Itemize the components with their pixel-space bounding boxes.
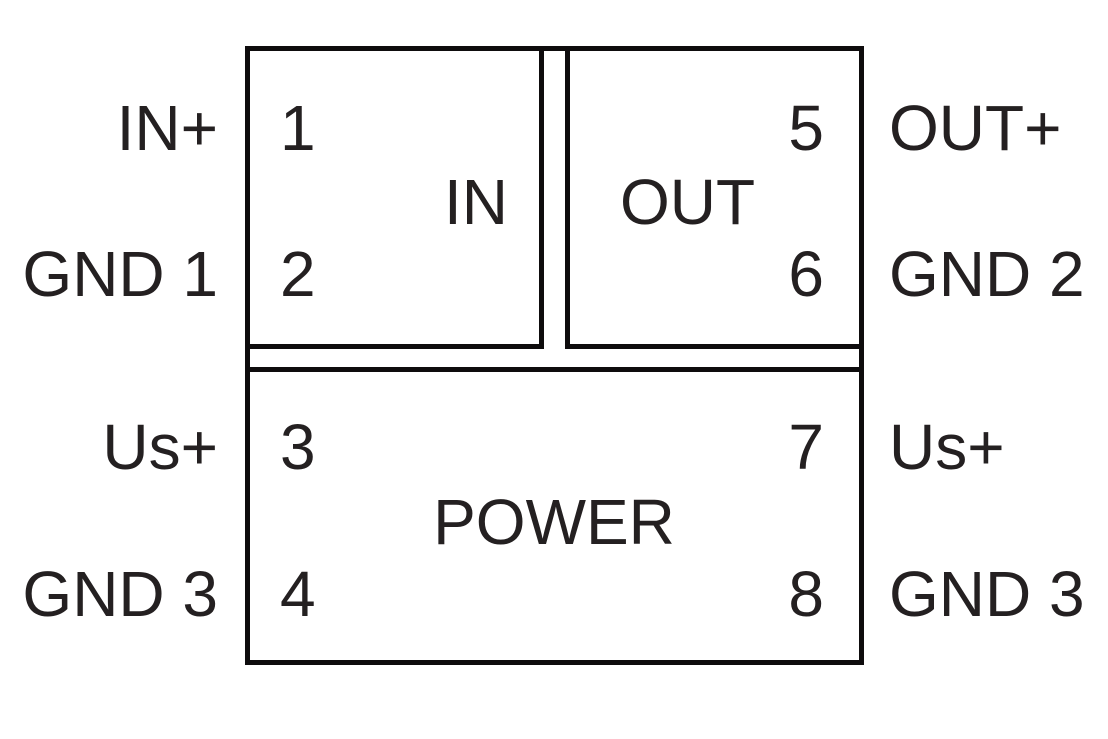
out-terminal-box <box>565 46 864 349</box>
pin-8-external-label: GND 3 <box>889 557 1085 630</box>
pin-4-number: 4 <box>280 557 316 630</box>
pin-1-number: 1 <box>280 91 316 164</box>
pin-2-external-label: GND 1 <box>22 237 218 310</box>
in-terminal-box <box>245 46 544 349</box>
pin-6-number: 6 <box>788 237 824 310</box>
pin-4-external-label: GND 3 <box>22 557 218 630</box>
pin-3-number: 3 <box>280 410 316 483</box>
pin-1-external-label: IN+ <box>116 91 218 164</box>
pin-7-external-label: Us+ <box>889 410 1005 483</box>
in-block-label: IN <box>444 165 508 238</box>
pin-2-number: 2 <box>280 237 316 310</box>
out-block-label: OUT <box>620 165 756 238</box>
pin-6-external-label: GND 2 <box>889 237 1085 310</box>
pin-3-external-label: Us+ <box>102 410 218 483</box>
pin-5-number: 5 <box>788 91 824 164</box>
pin-8-number: 8 <box>788 557 824 630</box>
power-block-label: POWER <box>433 485 675 558</box>
pin-5-external-label: OUT+ <box>889 91 1062 164</box>
pin-7-number: 7 <box>788 410 824 483</box>
power-terminal-box <box>245 367 864 665</box>
